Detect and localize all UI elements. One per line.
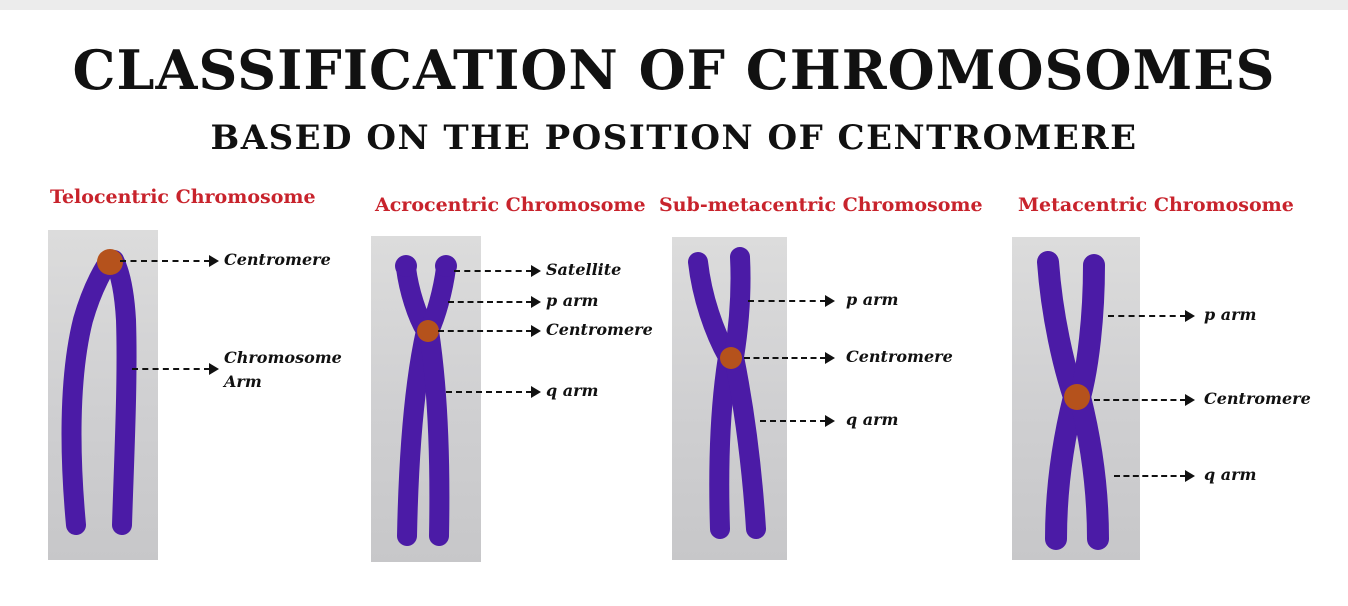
arrow-p-arm <box>748 300 826 302</box>
label-p-arm: p arm <box>546 290 598 312</box>
arrow-p-arm <box>1108 315 1186 317</box>
label-q-arm: q arm <box>546 380 598 402</box>
panel-title-acrocentric: Acrocentric Chromosome <box>375 194 646 216</box>
panel-title-telocentric: Telocentric Chromosome <box>50 186 316 208</box>
panel-title-metacentric: Metacentric Chromosome <box>1018 194 1294 216</box>
arrow-centromere <box>1094 399 1186 401</box>
arrow-chromosome-arm <box>132 368 210 370</box>
arrow-centromere <box>438 330 532 332</box>
arrow-centromere <box>744 357 826 359</box>
panel-title-submetacentric: Sub-metacentric Chromosome <box>659 194 983 216</box>
label-centromere: Centromere <box>846 346 953 368</box>
label-arm: Arm <box>224 371 262 393</box>
label-centromere: Centromere <box>224 249 331 271</box>
label-p-arm: p arm <box>1204 304 1256 326</box>
label-satellite: Satellite <box>546 259 621 281</box>
arrow-satellite <box>454 270 532 272</box>
arrow-q-arm <box>760 420 826 422</box>
main-title: CLASSIFICATION OF CHROMOSOMES <box>0 38 1348 102</box>
label-centromere: Centromere <box>1204 388 1311 410</box>
telocentric-chromosome <box>48 230 158 560</box>
acrocentric-chromosome <box>371 236 481 562</box>
arrow-q-arm <box>1114 475 1186 477</box>
label-q-arm: q arm <box>846 409 898 431</box>
arrow-centromere <box>120 260 210 262</box>
arrow-q-arm <box>446 391 532 393</box>
submetacentric-chromosome <box>672 237 787 560</box>
label-p-arm: p arm <box>846 289 898 311</box>
label-chromosome: Chromosome <box>224 347 342 369</box>
top-border <box>0 0 1348 10</box>
subtitle: BASED ON THE POSITION OF CENTROMERE <box>0 118 1348 158</box>
label-q-arm: q arm <box>1204 464 1256 486</box>
label-centromere: Centromere <box>546 319 653 341</box>
arrow-p-arm <box>448 301 532 303</box>
